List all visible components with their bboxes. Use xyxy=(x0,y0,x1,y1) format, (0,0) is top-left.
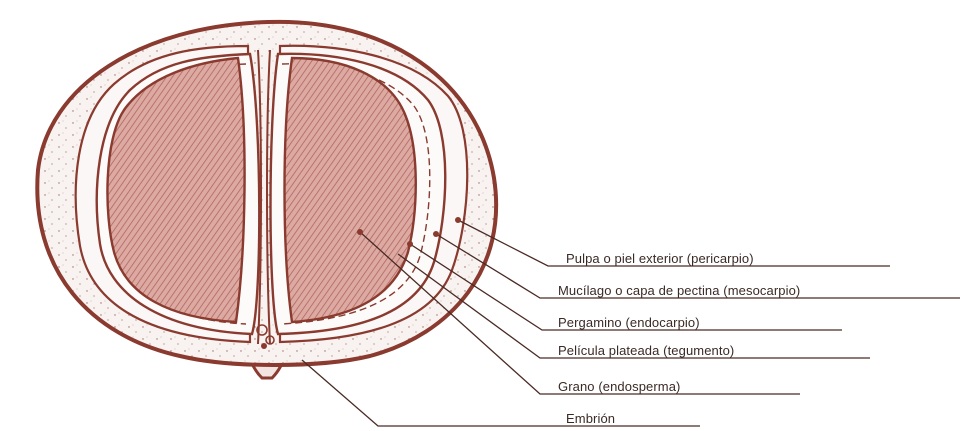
label-grano: Grano (endosperma) xyxy=(558,379,680,394)
label-pulpa: Pulpa o piel exterior (pericarpio) xyxy=(566,251,754,266)
label-mucilago: Mucílago o capa de pectina (mesocarpio) xyxy=(558,283,800,298)
label-pelicula: Película plateada (tegumento) xyxy=(558,343,734,358)
label-embrion: Embrión xyxy=(566,411,615,426)
label-pergamino: Pergamino (endocarpio) xyxy=(558,315,700,330)
